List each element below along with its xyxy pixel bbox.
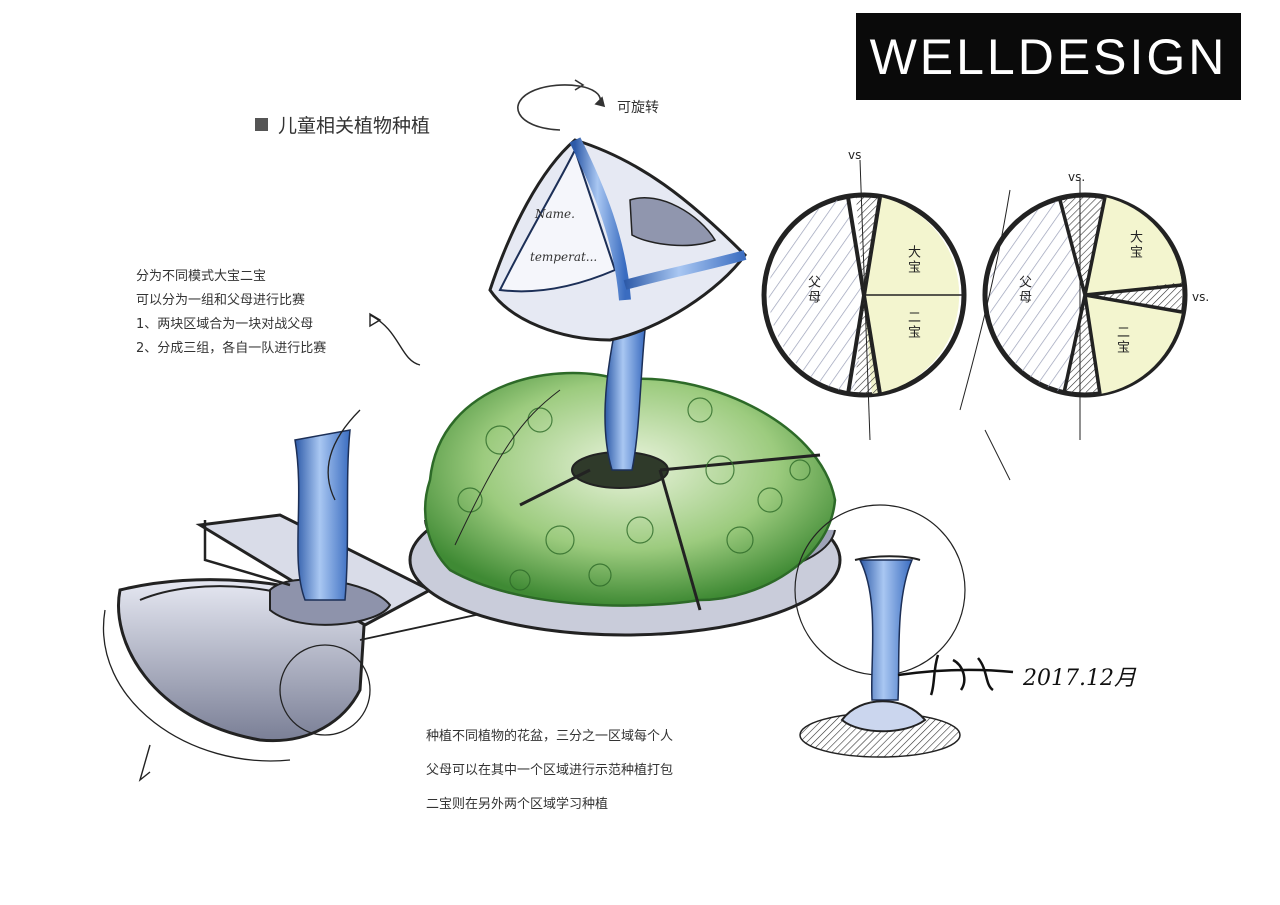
dome-display-illustration	[488, 137, 747, 342]
screen-temperature-label: temperat...	[530, 250, 598, 264]
left-planter-illustration	[102, 312, 546, 782]
page-title: 儿童相关植物种植	[255, 111, 430, 138]
right-stem-illustration	[794, 504, 966, 758]
planting-notes: 种植不同植物的花盆，三分之一区域每个人 父母可以在其中一个区域进行示范种植打包 …	[426, 720, 673, 822]
mode-note: 1、两块区域合为一块对战父母	[136, 317, 314, 332]
diagram1-parents-label: 父母	[805, 275, 820, 305]
rotate-label: 可旋转	[617, 100, 659, 116]
signature-date: 2017.12月	[1022, 666, 1137, 691]
mode-note: 可以分为一组和父母进行比赛	[136, 293, 306, 308]
diagram1-vs-label: vs	[848, 148, 862, 162]
diagram2-vs-top-label: vs.	[1068, 170, 1086, 184]
title-square-icon	[255, 118, 268, 131]
planting-note: 二宝则在另外两个区域学习种植	[426, 797, 609, 812]
diagram2-elder-label: 大宝	[1127, 230, 1142, 260]
planting-note: 种植不同植物的花盆，三分之一区域每个人	[426, 729, 674, 744]
diagram2-vs-right-label: vs.	[1192, 290, 1210, 304]
signature: 2017.12月	[897, 654, 1137, 696]
planting-note: 父母可以在其中一个区域进行示范种植打包	[426, 763, 674, 778]
page-title-text: 儿童相关植物种植	[278, 115, 431, 137]
mode-diagram-two-teams	[761, 159, 967, 441]
brand-logo: WELLDESIGN	[856, 13, 1241, 100]
mode-notes: 分为不同模式大宝二宝 可以分为一组和父母进行比赛 1、两块区域合为一块对战父母 …	[136, 265, 326, 361]
mode-diagram-three-teams	[982, 180, 1188, 440]
diagram1-younger-label: 二宝	[905, 310, 920, 340]
rotate-arrow-icon	[517, 79, 606, 131]
screen-name-label: Name.	[535, 207, 575, 221]
diagram1-elder-label: 大宝	[905, 245, 920, 275]
central-planter-illustration	[408, 329, 842, 637]
diagram2-parents-label: 父母	[1016, 275, 1031, 305]
mode-note: 2、分成三组，各自一队进行比赛	[136, 341, 327, 356]
construction-lines	[454, 189, 1011, 546]
mode-note: 分为不同模式大宝二宝	[136, 269, 267, 284]
diagram2-younger-label: 二宝	[1114, 325, 1129, 355]
